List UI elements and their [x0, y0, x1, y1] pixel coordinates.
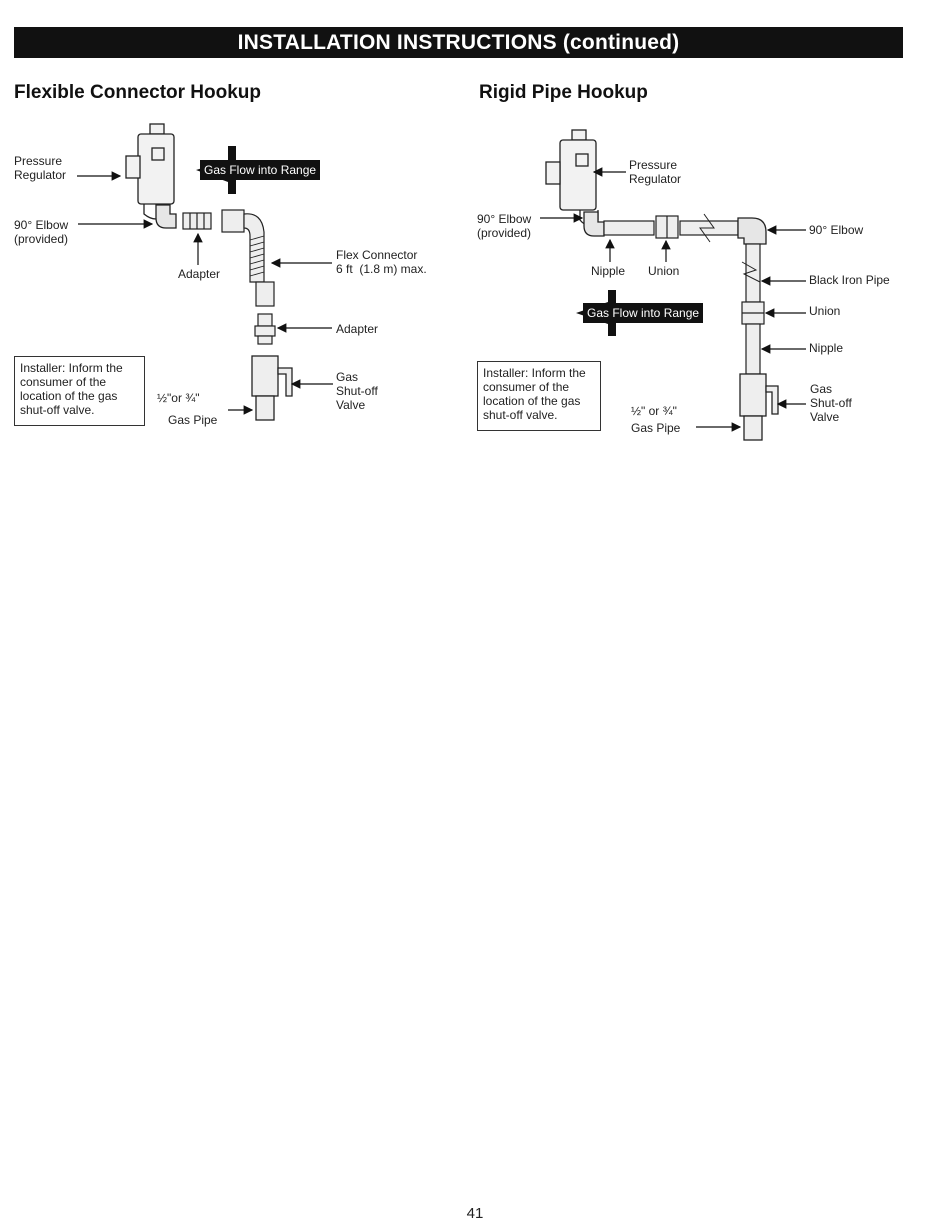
rigid-pipe-size-label: ½" or ¾" [631, 404, 677, 418]
rigid-hookup-title: Rigid Pipe Hookup [479, 82, 648, 103]
flex-gas-pipe-label: Gas Pipe [168, 413, 218, 427]
flex-adapter-top-label: Adapter [178, 267, 221, 281]
flex-adapter-top-drawing [182, 212, 212, 230]
rigid-elbow-left-drawing [583, 211, 605, 237]
flex-adapter-bottom-label: Adapter [336, 322, 379, 336]
flex-elbow-label: 90° Elbow (provided) [14, 218, 69, 246]
rigid-shutoff-valve-label: Gas Shut-off Valve [810, 382, 852, 424]
rigid-elbow-left-label: 90° Elbow (provided) [477, 212, 532, 240]
hookup-diagrams [77, 123, 806, 441]
rigid-pressure-regulator-label: Pressure Regulator [629, 158, 682, 186]
flex-shutoff-valve-drawing [251, 355, 293, 421]
flexible-hookup-title: Flexible Connector Hookup [14, 82, 262, 103]
flex-regulator-drawing [125, 123, 175, 220]
rigid-vertical-pipe-drawing [741, 243, 765, 375]
flex-pipe-size-label: ½"or ¾" [157, 391, 200, 405]
rigid-gas-flow-tag: Gas Flow into Range [583, 303, 704, 323]
flex-adapter-bottom-drawing [254, 313, 276, 345]
flex-pressure-regulator-label: Pressure Regulator [14, 154, 67, 182]
flex-elbow-drawing [155, 204, 177, 229]
page-number: 41 [466, 1205, 484, 1222]
flex-connector-drawing [221, 209, 275, 307]
rigid-elbow-right-drawing [737, 217, 767, 245]
rigid-installer-note: Installer: Inform the consumer of the lo… [477, 361, 601, 431]
rigid-nipple-union-drawing [603, 213, 739, 243]
rigid-gas-pipe-label: Gas Pipe [631, 421, 681, 435]
rigid-regulator-drawing [545, 129, 599, 226]
rigid-shutoff-valve-drawing [739, 373, 779, 441]
rigid-black-iron-pipe-label: Black Iron Pipe [809, 273, 890, 287]
section-banner: INSTALLATION INSTRUCTIONS (continued) [14, 27, 903, 58]
rigid-union-left-label: Union [648, 264, 680, 278]
rigid-nipple-right-label: Nipple [809, 341, 844, 355]
flex-connector-label: Flex Connector 6 ft (1.8 m) max. [336, 248, 427, 276]
flex-gas-flow-tag: Gas Flow into Range [200, 160, 321, 180]
rigid-nipple-left-label: Nipple [591, 264, 626, 278]
flex-installer-note: Installer: Inform the consumer of the lo… [14, 356, 145, 426]
rigid-union-right-label: Union [809, 304, 841, 318]
flex-shutoff-valve-label: Gas Shut-off Valve [336, 370, 378, 412]
rigid-elbow-right-label: 90° Elbow [809, 223, 864, 237]
